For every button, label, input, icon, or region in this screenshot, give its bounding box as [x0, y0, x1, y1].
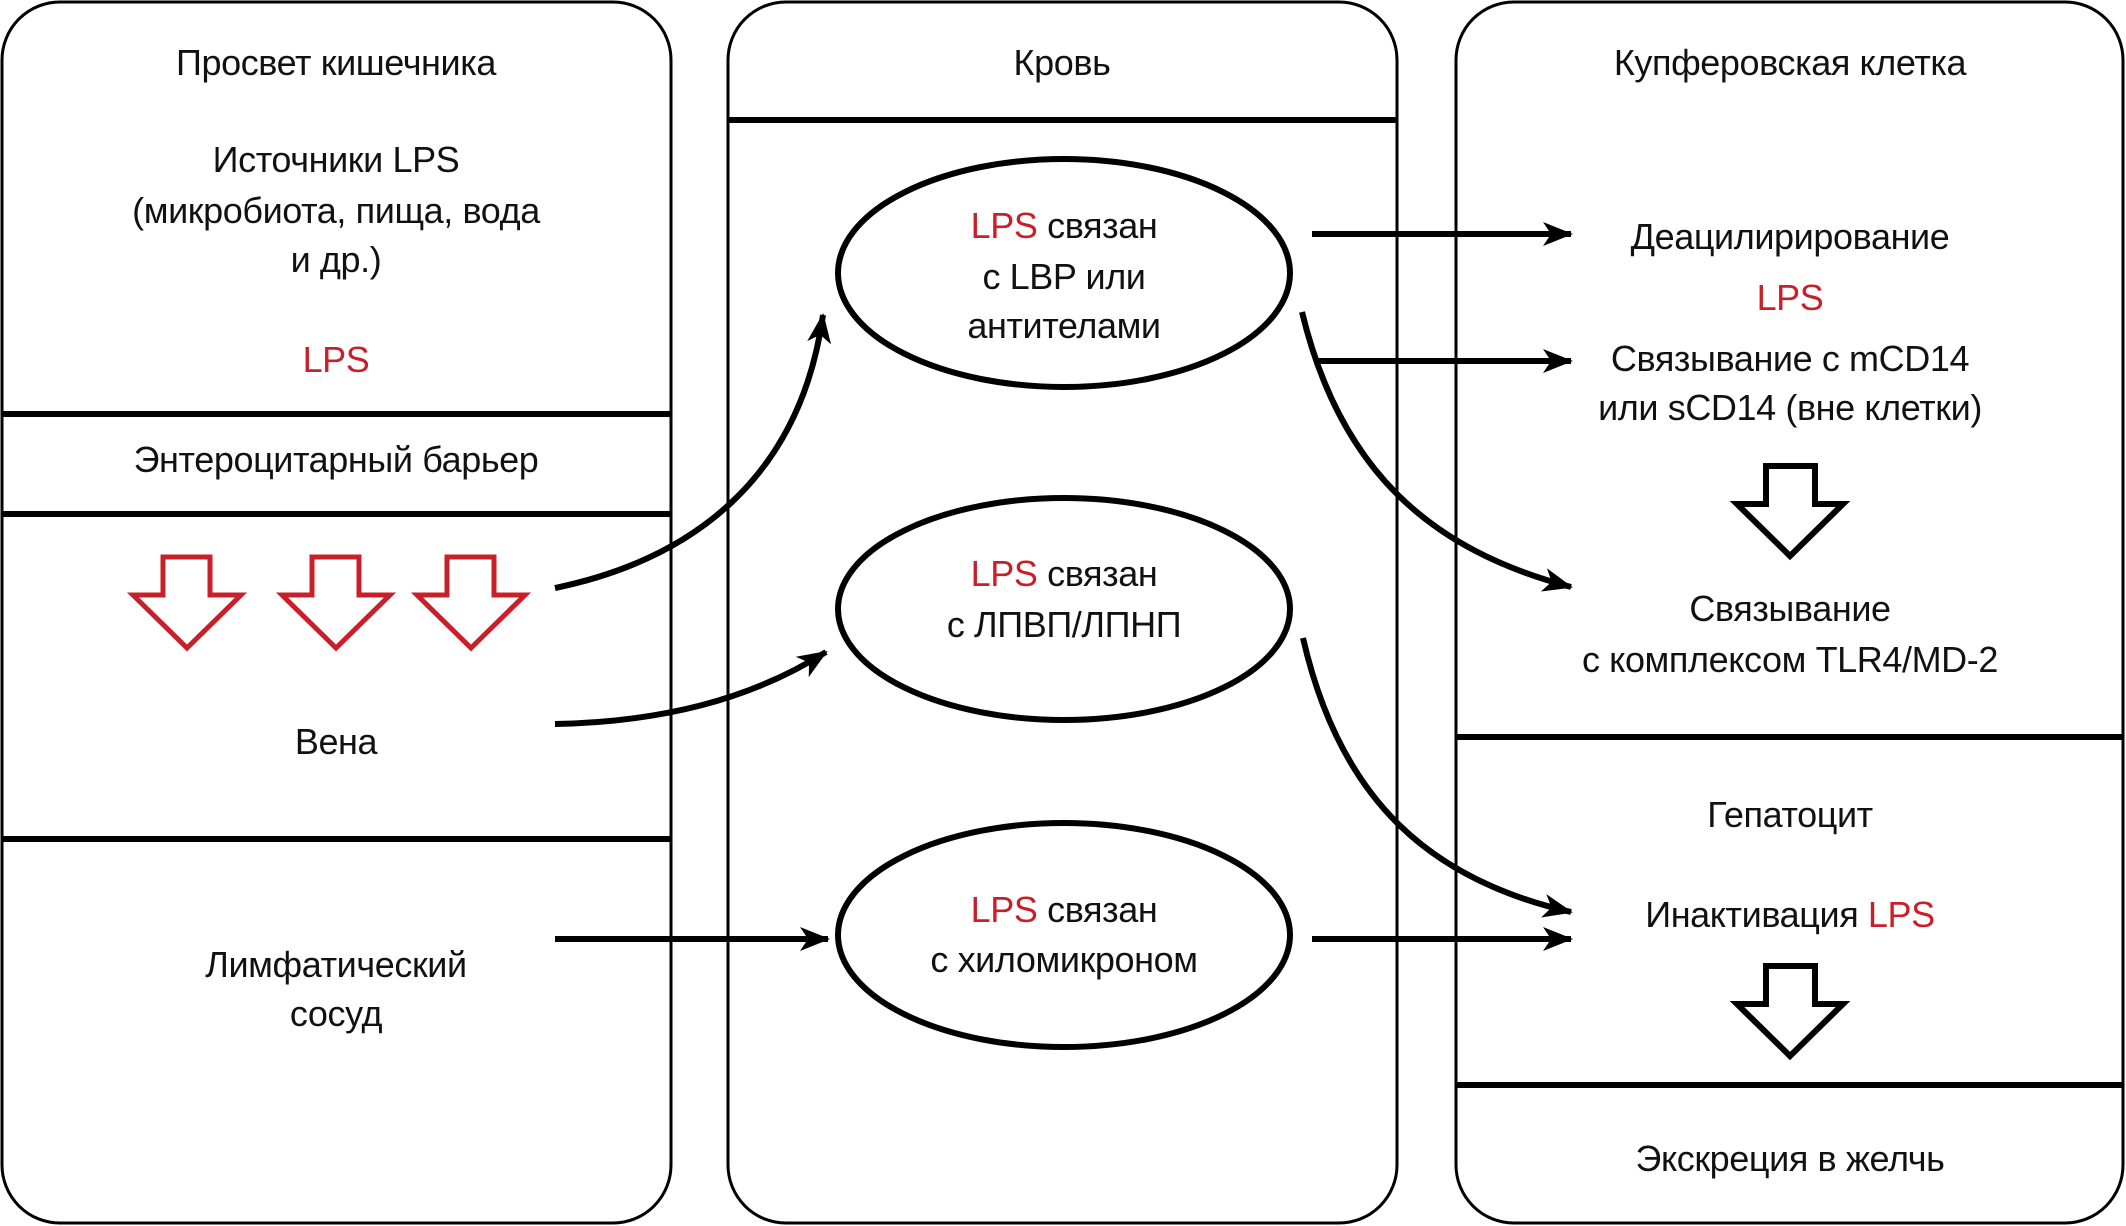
- ellipse-2-line-2: с ЛПВП/ЛПНП: [947, 604, 1181, 645]
- ellipse-2-line-1: LPS связан: [971, 553, 1158, 594]
- lps-sources-line-3: и др.): [291, 239, 382, 280]
- ellipse-1-bound: связан: [1038, 205, 1158, 246]
- arrow-vein-to-lbp: [554, 313, 832, 591]
- lumen-lps-label: LPS: [303, 339, 370, 380]
- ellipse-hdl-ldl: [835, 495, 1293, 723]
- tlr4-line-2: с комплексом TLR4/MD-2: [1582, 639, 1998, 680]
- right-panel: [1454, 0, 2125, 1225]
- inactivation-lps: LPS: [1868, 894, 1935, 935]
- right-panel-border: [1454, 0, 2125, 1225]
- red-down-arrow-icon: [275, 554, 397, 652]
- deacylation-label: Деацилирирование: [1631, 216, 1950, 257]
- black-down-arrow-icon: [1729, 463, 1851, 561]
- lps-sources-line-1: Источники LPS: [213, 139, 460, 180]
- ellipse-1-lps: LPS: [971, 205, 1038, 246]
- cd14-line-2: или sCD14 (вне клетки): [1598, 387, 1982, 428]
- ellipse-1-line-1: LPS связан: [971, 205, 1158, 246]
- arrow-vein-to-hdl: [554, 649, 828, 727]
- ellipse-3-bound: связан: [1038, 889, 1158, 930]
- ellipse-2-lps: LPS: [971, 553, 1038, 594]
- lps-sources-line-2: (микробиота, пища, вода: [132, 190, 541, 231]
- kupffer-lps-label: LPS: [1757, 277, 1824, 318]
- ellipse-3-line-2: с хиломикроном: [930, 939, 1197, 980]
- middle-panel-title: Кровь: [1014, 42, 1111, 83]
- ellipse-1-line-3: антителами: [967, 305, 1160, 346]
- black-down-arrow-icon: [1729, 963, 1851, 1061]
- inactivation-label: Инактивация LPS: [1645, 894, 1935, 935]
- left-panel-title: Просвет кишечника: [176, 42, 497, 83]
- red-arrows: [126, 554, 532, 652]
- arrow-hdl-to-inactivation: [1300, 637, 1573, 918]
- inactivation-text: Инактивация: [1645, 894, 1868, 935]
- cd14-line-1: Связывание с mCD14: [1611, 338, 1969, 379]
- ellipse-1-line-2: с LBP или: [982, 256, 1145, 297]
- lymph-line-2: сосуд: [290, 993, 383, 1034]
- ellipse-3-line-1: LPS связан: [971, 889, 1158, 930]
- ellipse-chylomicron: [835, 820, 1293, 1050]
- ellipse-lbp-antibodies: [835, 156, 1293, 390]
- red-down-arrow-icon: [410, 554, 532, 652]
- right-panel-title: Купферовская клетка: [1614, 42, 1968, 83]
- ellipse-2-bound: связан: [1038, 553, 1158, 594]
- tlr4-line-1: Связывание: [1689, 588, 1890, 629]
- vein-label: Вена: [295, 721, 379, 762]
- bile-excretion-label: Экскреция в желчь: [1635, 1138, 1944, 1179]
- hepatocyte-title: Гепатоцит: [1707, 794, 1873, 835]
- arrow-to-tlr4-binding: [1299, 311, 1573, 592]
- red-down-arrow-icon: [126, 554, 248, 652]
- enterocyte-barrier-label: Энтероцитарный барьер: [134, 439, 539, 480]
- lymph-line-1: Лимфатический: [205, 944, 466, 985]
- ellipse-3-lps: LPS: [971, 889, 1038, 930]
